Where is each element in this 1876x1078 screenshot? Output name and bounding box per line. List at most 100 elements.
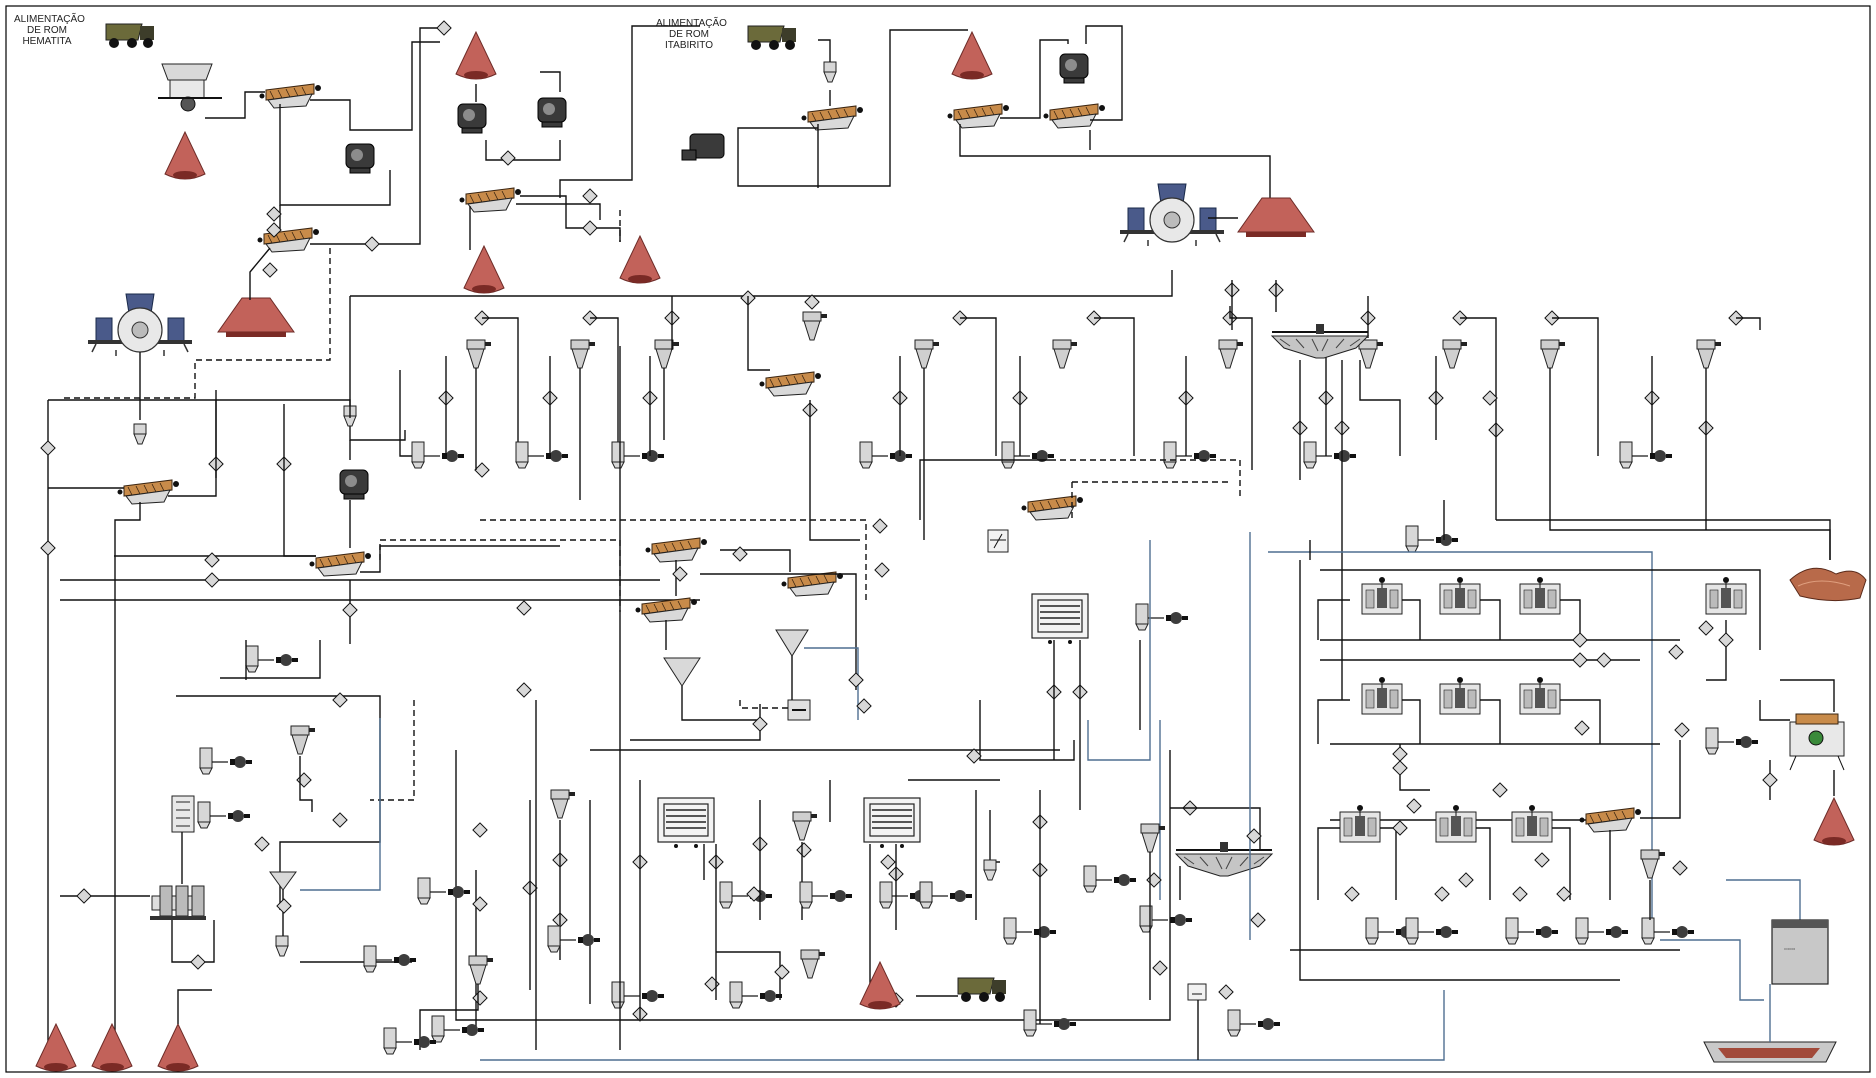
pump-icon[interactable] bbox=[1140, 906, 1192, 932]
flow-node[interactable] bbox=[1153, 961, 1167, 975]
pump-icon[interactable] bbox=[860, 442, 912, 468]
flow-node[interactable] bbox=[1345, 887, 1359, 901]
pump-icon[interactable] bbox=[920, 882, 972, 908]
pump-icon[interactable] bbox=[1620, 442, 1672, 468]
hydrocyclone-icon[interactable] bbox=[469, 956, 493, 984]
vibrating-screen-icon[interactable] bbox=[802, 106, 864, 130]
ball-mill-icon[interactable] bbox=[88, 294, 192, 356]
hydrocyclone-icon[interactable] bbox=[291, 726, 315, 754]
pump-icon[interactable] bbox=[1164, 442, 1216, 468]
flow-node[interactable] bbox=[517, 601, 531, 615]
hydrocyclone-icon[interactable] bbox=[1219, 340, 1243, 368]
crusher-icon[interactable] bbox=[1060, 54, 1088, 83]
hydrocyclone-icon[interactable] bbox=[1053, 340, 1077, 368]
flow-node[interactable] bbox=[263, 263, 277, 277]
vibrating-screen-icon[interactable] bbox=[782, 572, 844, 596]
flotation-cell-icon[interactable] bbox=[1362, 577, 1402, 614]
disc-filter-icon[interactable] bbox=[1032, 594, 1088, 644]
crusher-icon[interactable] bbox=[682, 134, 724, 160]
spiral-icon[interactable] bbox=[664, 630, 808, 686]
flow-node[interactable] bbox=[733, 547, 747, 561]
disc-filter-icon[interactable] bbox=[658, 798, 714, 848]
flow-node[interactable] bbox=[1219, 985, 1233, 999]
flow-node[interactable] bbox=[583, 221, 597, 235]
flow-node[interactable] bbox=[205, 573, 219, 587]
flow-node[interactable] bbox=[475, 463, 489, 477]
filter-press-icon[interactable] bbox=[1790, 714, 1844, 770]
hydrocyclone-icon[interactable] bbox=[1697, 340, 1721, 368]
flow-node[interactable] bbox=[333, 693, 347, 707]
flow-node[interactable] bbox=[881, 855, 895, 869]
flotation-cell-icon[interactable] bbox=[1520, 677, 1560, 714]
flow-node[interactable] bbox=[775, 965, 789, 979]
flow-node[interactable] bbox=[967, 749, 981, 763]
vibrating-screen-icon[interactable] bbox=[1580, 808, 1642, 832]
flow-node[interactable] bbox=[501, 151, 515, 165]
flow-node[interactable] bbox=[41, 441, 55, 455]
flow-node[interactable] bbox=[1719, 633, 1733, 647]
pump-icon[interactable] bbox=[1576, 918, 1628, 944]
pump-icon[interactable] bbox=[1024, 1010, 1076, 1036]
hydrocyclone-icon[interactable] bbox=[915, 340, 939, 368]
pump-icon[interactable] bbox=[548, 926, 600, 952]
flow-node[interactable] bbox=[191, 955, 205, 969]
pump-icon[interactable] bbox=[418, 878, 470, 904]
flow-node[interactable] bbox=[1393, 821, 1407, 835]
disc-filter-icon[interactable] bbox=[864, 798, 920, 848]
flow-node[interactable] bbox=[1393, 761, 1407, 775]
flow-node[interactable] bbox=[1673, 861, 1687, 875]
crusher-icon[interactable] bbox=[340, 470, 368, 499]
pump-icon[interactable] bbox=[1406, 918, 1458, 944]
flow-node[interactable] bbox=[797, 843, 811, 857]
flow-node[interactable] bbox=[473, 897, 487, 911]
flotation-bank-icon[interactable] bbox=[150, 886, 206, 920]
pump-icon[interactable] bbox=[720, 882, 772, 908]
flow-node[interactable] bbox=[333, 813, 347, 827]
hydrocyclone-icon[interactable] bbox=[467, 340, 491, 368]
flow-node[interactable] bbox=[41, 541, 55, 555]
flow-node[interactable] bbox=[1493, 783, 1507, 797]
flotation-cell-icon[interactable] bbox=[1440, 577, 1480, 614]
flotation-cell-icon[interactable] bbox=[1340, 805, 1380, 842]
flow-node[interactable] bbox=[437, 21, 451, 35]
pump-icon[interactable] bbox=[1228, 1010, 1280, 1036]
flow-node[interactable] bbox=[583, 189, 597, 203]
flow-node[interactable] bbox=[1147, 873, 1161, 887]
ball-mill-icon[interactable] bbox=[1120, 184, 1224, 246]
flow-node[interactable] bbox=[873, 519, 887, 533]
vibrating-screen-icon[interactable] bbox=[1022, 496, 1084, 520]
flow-node[interactable] bbox=[1699, 621, 1713, 635]
flow-node[interactable] bbox=[365, 237, 379, 251]
flow-node[interactable] bbox=[1407, 799, 1421, 813]
flow-node[interactable] bbox=[517, 683, 531, 697]
flotation-cell-icon[interactable] bbox=[1440, 677, 1480, 714]
flow-node[interactable] bbox=[277, 899, 291, 913]
vibrating-screen-icon[interactable] bbox=[258, 228, 320, 252]
pump-icon[interactable] bbox=[246, 646, 298, 672]
hydrocyclone-icon[interactable] bbox=[571, 340, 595, 368]
hydrocyclone-icon[interactable] bbox=[803, 312, 827, 340]
pump-icon[interactable] bbox=[1084, 866, 1136, 892]
flow-node[interactable] bbox=[473, 991, 487, 1005]
flow-node[interactable] bbox=[1557, 887, 1571, 901]
vibrating-screen-icon[interactable] bbox=[646, 538, 708, 562]
flow-node[interactable] bbox=[1459, 873, 1473, 887]
crusher-icon[interactable] bbox=[538, 98, 566, 127]
flow-node[interactable] bbox=[805, 295, 819, 309]
magnetic-separator-icon[interactable] bbox=[788, 700, 810, 720]
flotation-cell-icon[interactable] bbox=[1706, 577, 1746, 614]
pump-icon[interactable] bbox=[1706, 728, 1758, 754]
flow-node[interactable] bbox=[1435, 887, 1449, 901]
pump-icon[interactable] bbox=[730, 982, 782, 1008]
crusher-icon[interactable] bbox=[346, 144, 374, 173]
hydrocyclone-icon[interactable] bbox=[793, 812, 817, 840]
hydrocyclone-icon[interactable] bbox=[1641, 850, 1665, 878]
flow-node[interactable] bbox=[1675, 723, 1689, 737]
flow-node[interactable] bbox=[1597, 653, 1611, 667]
flow-node[interactable] bbox=[875, 563, 889, 577]
vibrating-screen-icon[interactable] bbox=[636, 598, 698, 622]
hydrocyclone-icon[interactable] bbox=[801, 950, 825, 978]
flow-node[interactable] bbox=[673, 567, 687, 581]
flotation-cell-icon[interactable] bbox=[1362, 677, 1402, 714]
flotation-cell-icon[interactable] bbox=[1436, 805, 1476, 842]
